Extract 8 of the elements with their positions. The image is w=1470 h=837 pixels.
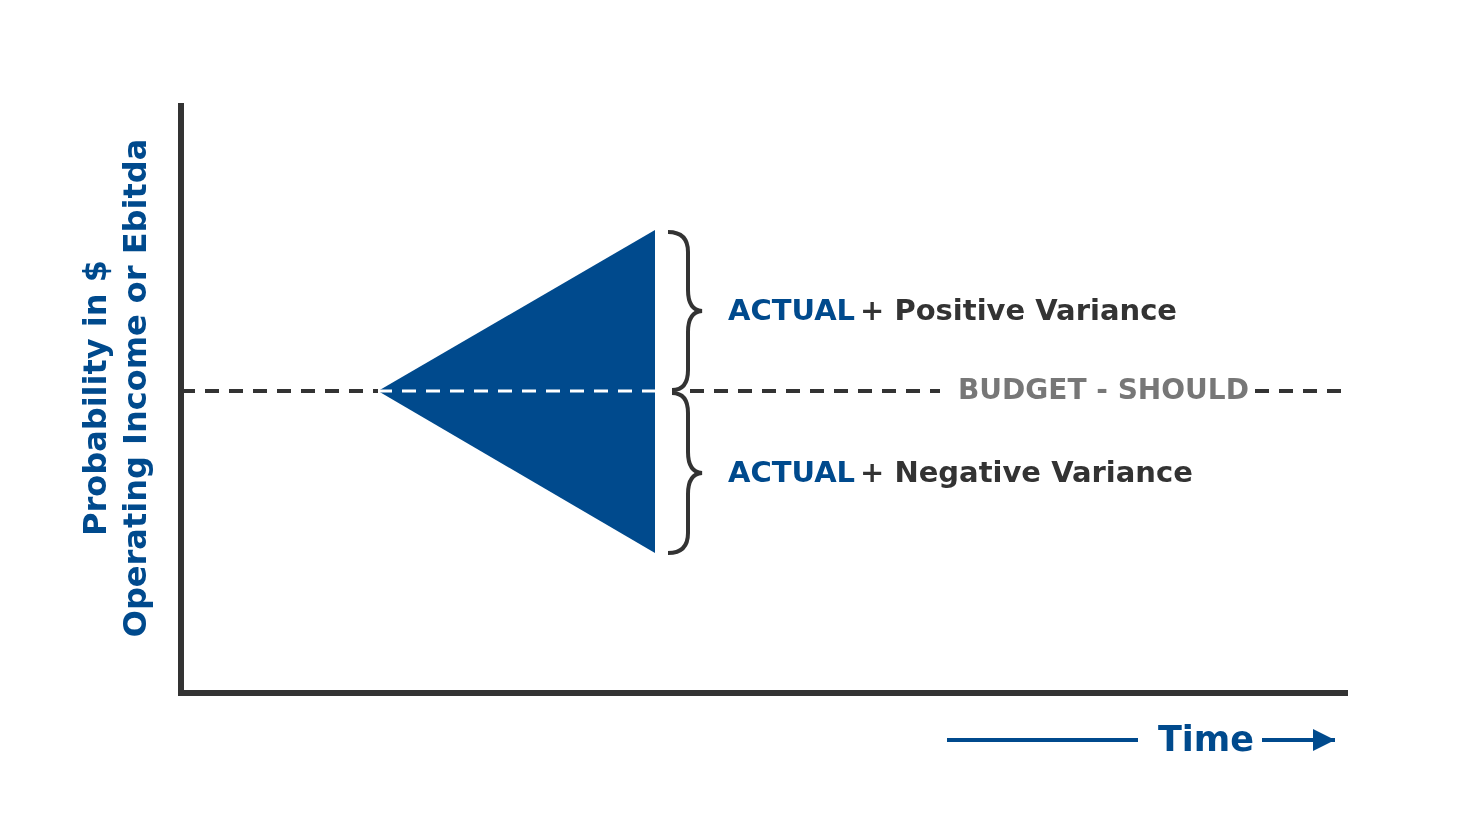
actual-label: ACTUAL — [728, 458, 856, 487]
axis-title: Time — [1158, 722, 1255, 757]
axis-title: Operating Income or Ebitda — [119, 138, 151, 638]
axis-title: Probability in $ — [79, 260, 111, 536]
variance-label: + Negative Variance — [860, 458, 1193, 487]
actual-label: ACTUAL — [728, 296, 856, 325]
variance-label: + Positive Variance — [860, 296, 1177, 325]
budget-label: BUDGET - SHOULD — [958, 376, 1249, 404]
